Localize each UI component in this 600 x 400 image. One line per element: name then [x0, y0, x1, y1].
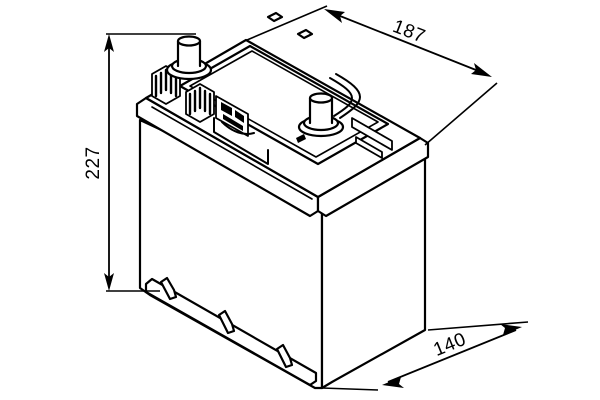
vent-lower-bracket	[213, 117, 269, 165]
terminal-left-top	[176, 35, 202, 47]
length-dimension-label: 187	[390, 16, 429, 48]
height-arrow-top	[104, 34, 114, 52]
length-ext-line-left	[246, 5, 328, 41]
length-ext-line-right	[424, 82, 498, 146]
vent-curve-detail	[221, 121, 255, 135]
width-arrow-start	[382, 377, 404, 388]
height-dimension-label: 227	[83, 146, 104, 179]
base-ledge-notches	[159, 276, 294, 369]
negative-terminal-post	[296, 92, 345, 143]
width-arrow-end	[500, 324, 522, 335]
width-ext-line-left	[321, 387, 379, 391]
length-dim-line	[329, 11, 487, 75]
polarity-marker	[296, 134, 306, 143]
vent-grip-detail	[151, 65, 269, 165]
lid-recess-line	[151, 106, 313, 200]
lid-cover-panel-inner	[189, 50, 379, 158]
lid-cover-lip	[329, 77, 353, 117]
height-dimension: 227	[83, 33, 196, 292]
width-dimension-label: 140	[431, 329, 470, 361]
lid-tab-1	[266, 11, 284, 23]
length-arrow-start	[324, 9, 345, 23]
lid-side-step	[351, 117, 393, 159]
width-ext-line-right	[427, 321, 529, 331]
height-arrow-bottom	[104, 273, 114, 291]
terminal-right-top	[308, 92, 334, 104]
lid-tab-2	[296, 28, 314, 40]
lid-cover-lip-2	[335, 73, 361, 119]
vent-internals	[221, 102, 244, 131]
length-arrow-end	[471, 63, 492, 77]
battery-lid	[135, 11, 430, 218]
ledge-notch-3	[275, 343, 294, 369]
ledge-notch-2	[217, 309, 236, 335]
ledge-notch-1	[159, 276, 178, 301]
vent-rib-lines-mid	[188, 86, 212, 116]
width-dim-line	[387, 329, 517, 383]
positive-terminal-post	[165, 35, 213, 81]
